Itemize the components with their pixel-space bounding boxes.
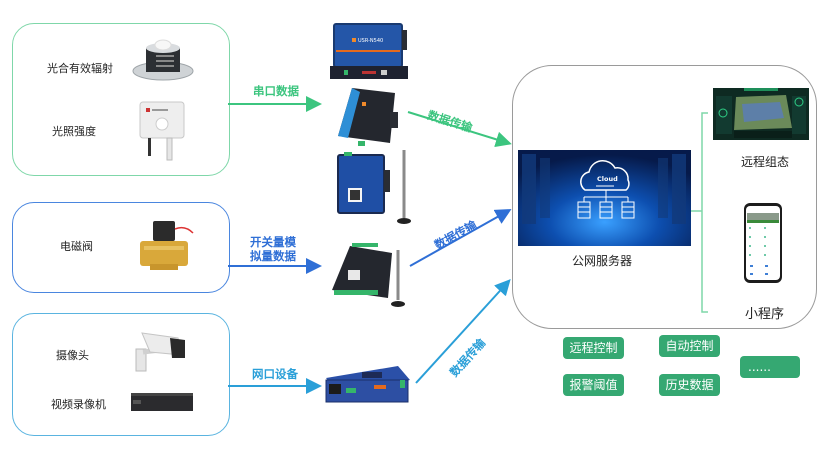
edge-label-io-line1: 开关量模 <box>250 235 296 249</box>
feature-auto-control[interactable]: 自动控制 <box>659 335 720 357</box>
edge-label-io-line2: 拟量数据 <box>250 249 296 263</box>
transmission-arrow-3 <box>415 279 511 384</box>
edge-label-network: 网口设备 <box>252 367 298 381</box>
serial-sensor-group <box>12 23 230 176</box>
server-label: 公网服务器 <box>572 254 633 268</box>
svg-text:USR-N540: USR-N540 <box>358 38 383 44</box>
edge-label-serial: 串口数据 <box>253 84 299 98</box>
device-label-valve: 电磁阀 <box>60 240 93 253</box>
feature-history-data[interactable]: 历史数据 <box>659 374 720 396</box>
device-label-light: 光照强度 <box>52 125 96 138</box>
device-label-par: 光合有效辐射 <box>47 62 113 75</box>
io-device-group <box>12 202 230 293</box>
feature-more[interactable]: ...... <box>740 356 800 378</box>
feature-alarm-threshold[interactable]: 报警阈值 <box>563 374 624 396</box>
output-label-scada: 远程组态 <box>741 155 790 169</box>
network-device-group <box>12 313 230 436</box>
device-label-nvr: 视频录像机 <box>51 398 106 411</box>
transmission-arrow-2 <box>409 209 512 267</box>
device-label-camera: 摄像头 <box>56 349 89 362</box>
transmission-arrow-1 <box>407 111 512 148</box>
cloud-text: Cloud <box>597 175 618 183</box>
output-label-miniprogram: 小程序 <box>745 307 785 322</box>
feature-remote-control[interactable]: 远程控制 <box>563 337 624 359</box>
